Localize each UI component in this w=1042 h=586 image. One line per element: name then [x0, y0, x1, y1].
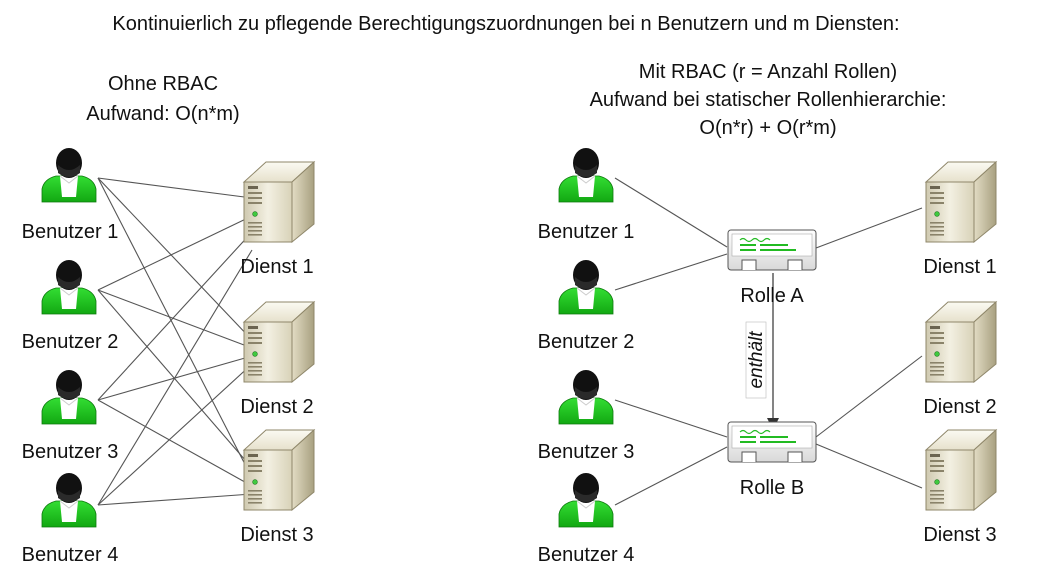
user-icon — [41, 472, 97, 528]
edge-u2-s3 — [97, 289, 253, 469]
left-service-label-2: Dienst 2 — [240, 396, 313, 418]
right-heading-line-3: O(n*r) + O(r*m) — [699, 117, 836, 139]
edge-u3-s3 — [97, 399, 253, 487]
hierarchy-label: enthält — [746, 331, 767, 389]
edge-u4-s3 — [97, 493, 253, 506]
user-icon — [558, 147, 614, 203]
user-icon — [41, 259, 97, 315]
edge-rolle-b-s2 — [815, 355, 923, 438]
diagram-title: Kontinuierlich zu pflegende Berechtigung… — [112, 13, 899, 35]
role-card-icon — [727, 229, 817, 271]
right-user-label-3: Benutzer 3 — [538, 441, 635, 463]
edge-u1-rolle-a — [614, 177, 728, 248]
edge-u1-s2 — [97, 177, 253, 341]
role-card-icon — [727, 421, 817, 463]
server-icon — [925, 301, 997, 383]
server-icon — [243, 429, 315, 511]
edge-u4-rolle-b — [614, 446, 728, 506]
edge-u2-s1 — [97, 215, 253, 291]
edge-rolle-a-s1 — [815, 207, 923, 249]
left-service-label-1: Dienst 1 — [240, 256, 313, 278]
right-heading-line-1: Mit RBAC (r = Anzahl Rollen) — [639, 61, 897, 83]
edge-u1-s3 — [97, 177, 253, 479]
edge-u4-s2 — [97, 363, 253, 506]
left-user-label-3: Benutzer 3 — [22, 441, 119, 463]
left-service-label-3: Dienst 3 — [240, 524, 313, 546]
edge-u1-s1 — [97, 177, 253, 199]
edge-u3-s1 — [97, 231, 253, 401]
left-user-label-4: Benutzer 4 — [22, 544, 119, 566]
right-edges — [614, 177, 923, 506]
edge-u2-s2 — [97, 289, 253, 349]
edge-u3-rolle-b — [614, 399, 728, 438]
edge-u4-s1 — [97, 249, 253, 506]
user-icon — [558, 259, 614, 315]
right-user-label-2: Benutzer 2 — [538, 331, 635, 353]
user-icon — [558, 369, 614, 425]
left-heading-line-2: Aufwand: O(n*m) — [86, 103, 239, 125]
edge-rolle-b-s3 — [815, 443, 923, 489]
right-service-label-1: Dienst 1 — [923, 256, 996, 278]
right-user-label-1: Benutzer 1 — [538, 221, 635, 243]
right-user-label-4: Benutzer 4 — [538, 544, 635, 566]
right-service-label-2: Dienst 2 — [923, 396, 996, 418]
user-icon — [41, 147, 97, 203]
left-heading-line-1: Ohne RBAC — [108, 73, 218, 95]
user-icon — [558, 472, 614, 528]
right-heading-line-2: Aufwand bei statischer Rollenhierarchie: — [590, 89, 947, 111]
user-icon — [41, 369, 97, 425]
left-user-label-1: Benutzer 1 — [22, 221, 119, 243]
server-icon — [925, 429, 997, 511]
server-icon — [243, 301, 315, 383]
server-icon — [925, 161, 997, 243]
role-label-b: Rolle B — [740, 477, 804, 499]
right-service-label-3: Dienst 3 — [923, 524, 996, 546]
left-user-label-2: Benutzer 2 — [22, 331, 119, 353]
edge-u2-rolle-a — [614, 253, 728, 291]
left-edges — [97, 177, 253, 506]
server-icon — [243, 161, 315, 243]
role-label-a: Rolle A — [740, 285, 804, 307]
